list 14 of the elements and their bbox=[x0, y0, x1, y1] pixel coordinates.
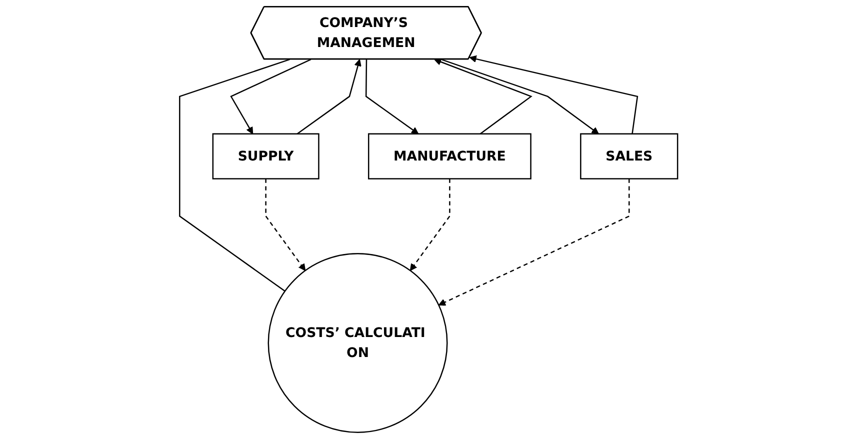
arrow bbox=[410, 178, 451, 271]
node-box: SALES bbox=[580, 133, 679, 180]
node-box: SUPPLY bbox=[212, 133, 320, 180]
arrow bbox=[470, 55, 638, 134]
node-box: MANUFACTURE bbox=[368, 133, 532, 180]
arrow bbox=[438, 178, 630, 306]
node-circle: COSTS’ CALCULATI ON bbox=[268, 252, 448, 433]
arrow bbox=[441, 58, 600, 134]
arrow bbox=[230, 58, 312, 134]
arrow bbox=[297, 59, 362, 134]
connector bbox=[179, 58, 290, 292]
arrow bbox=[434, 58, 533, 134]
arrow bbox=[366, 59, 420, 134]
arrow bbox=[266, 178, 306, 271]
